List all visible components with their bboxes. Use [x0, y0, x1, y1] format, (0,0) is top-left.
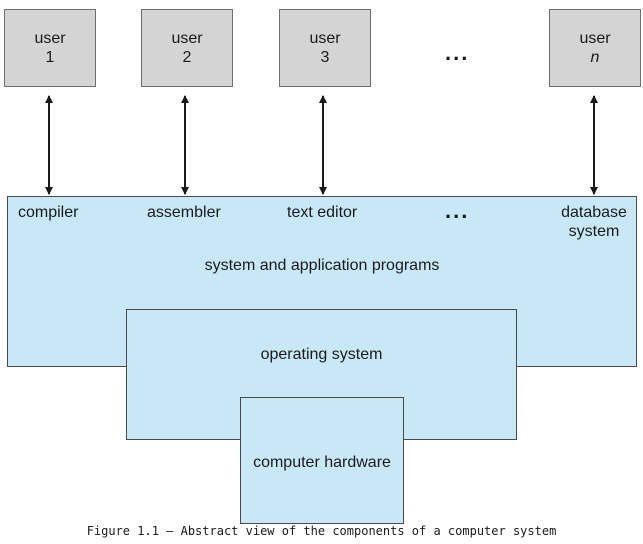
operating-system-label: operating system	[260, 346, 383, 363]
user-box-1: user 1	[4, 9, 96, 87]
program-database-system: database system	[561, 204, 627, 240]
hardware-label: computer hardware	[253, 454, 391, 471]
program-text-editor: text editor	[287, 204, 358, 221]
user-number: n	[590, 49, 600, 66]
programs-ellipsis: ...	[445, 198, 470, 223]
user-label: user	[309, 30, 341, 47]
user-number: 1	[45, 49, 55, 66]
program-compiler: compiler	[18, 204, 79, 221]
user-label: user	[579, 30, 611, 47]
user-number: 3	[320, 49, 330, 66]
applications-label: system and application programs	[204, 257, 440, 274]
user-label: user	[34, 30, 66, 47]
user-box-n: user n	[549, 9, 641, 87]
hardware-layer	[240, 397, 404, 524]
user-box-2: user 2	[141, 9, 233, 87]
user-box-3: user 3	[279, 9, 371, 87]
user-number: 2	[182, 49, 192, 66]
program-assembler: assembler	[147, 204, 221, 221]
user-label: user	[171, 30, 203, 47]
figure-caption: Figure 1.1 – Abstract view of the compon…	[86, 524, 557, 538]
